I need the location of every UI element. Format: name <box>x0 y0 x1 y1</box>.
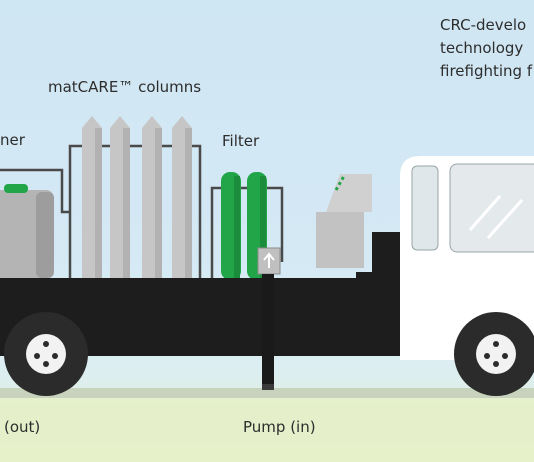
column-4 <box>172 116 192 280</box>
front-wheel <box>454 312 534 396</box>
road-strip <box>0 388 534 398</box>
cab-equipment-box <box>316 212 364 268</box>
pump-label: Pump (in) <box>243 418 316 436</box>
cab-equipment-stripe <box>334 175 346 191</box>
ground <box>0 398 534 462</box>
column-2 <box>110 116 130 280</box>
cab-front-window <box>449 163 534 253</box>
pump-arrow-icon <box>263 252 275 268</box>
cab-equipment-slope <box>326 174 372 212</box>
note-line: technology <box>440 39 524 57</box>
softener-label: ner <box>0 131 25 149</box>
pipe-columns-frame <box>68 144 202 280</box>
truck-chassis <box>0 232 400 290</box>
column-1 <box>82 116 102 280</box>
filter-1 <box>221 172 241 280</box>
columns-label: matCARE™ columns <box>48 78 202 96</box>
truck-bed <box>0 278 360 290</box>
cab-side-window <box>411 165 439 251</box>
column-3 <box>142 116 162 280</box>
pump-intake-pipe <box>262 274 274 386</box>
description-note: CRC-develo technology firefighting f <box>440 14 532 83</box>
window-glare <box>468 195 524 240</box>
rear-wheel <box>4 312 88 396</box>
note-line: CRC-develo <box>440 16 527 34</box>
softener-tank-shade <box>36 192 54 278</box>
softener-cap <box>4 184 28 193</box>
pump-intake-tip <box>262 384 274 390</box>
filter-label: Filter <box>222 132 260 150</box>
note-line: firefighting f <box>440 62 533 80</box>
pipe-softener <box>0 168 70 214</box>
outlet-label: (out) <box>4 418 41 436</box>
